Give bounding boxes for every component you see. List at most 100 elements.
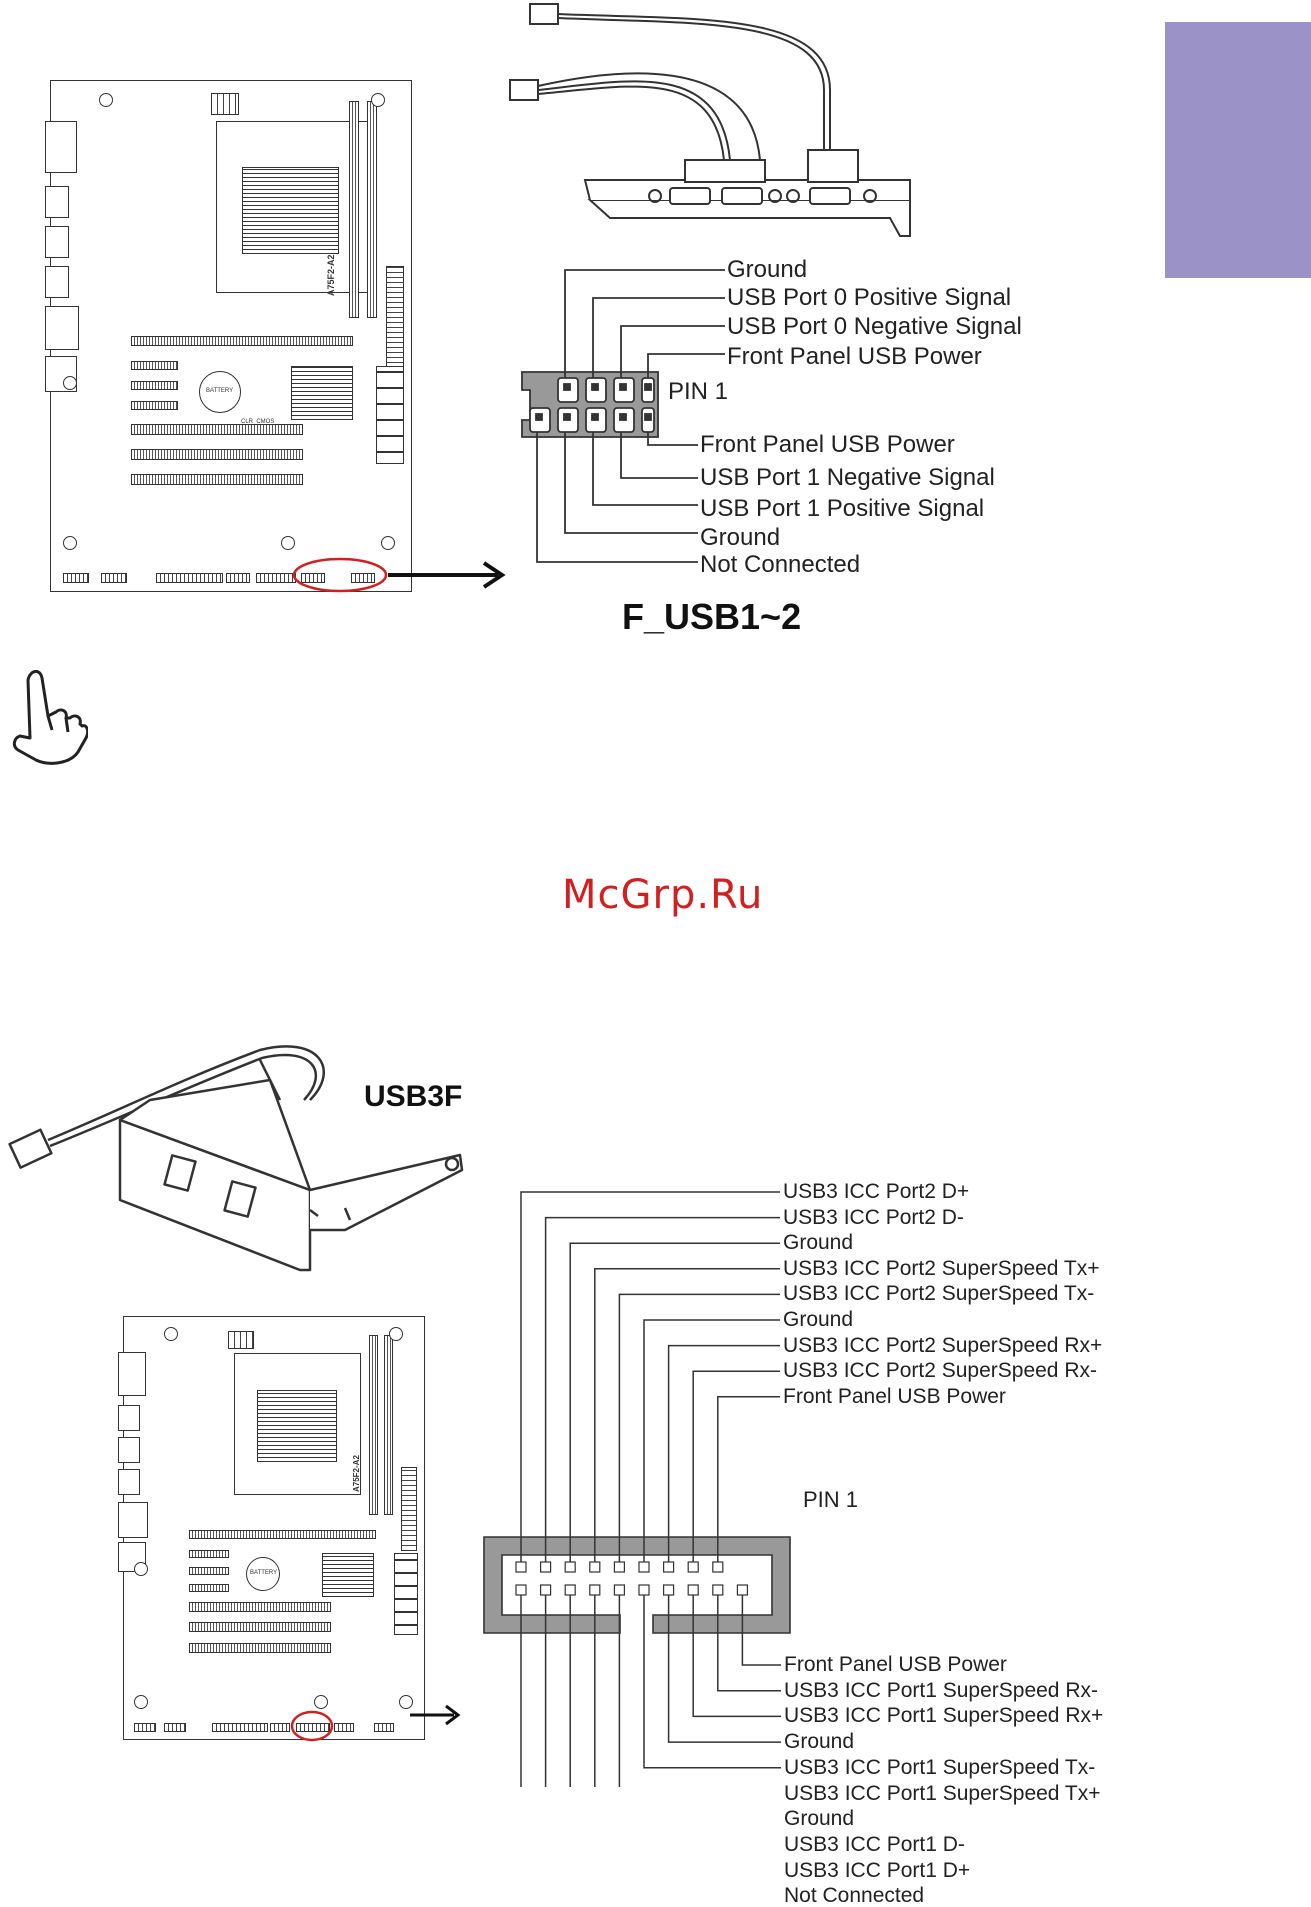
f-usb-upper-label-2: USB Port 0 Positive Signal	[727, 284, 1012, 311]
pciex16-slot	[131, 336, 353, 346]
usb3-pin-upper-7	[662, 1561, 675, 1573]
pcie2-slot	[189, 1567, 229, 1575]
mounting-hole	[389, 1327, 403, 1341]
usb-port	[669, 187, 711, 205]
chipset-heatsink	[322, 1553, 374, 1597]
pointer-arrow-head	[445, 1704, 461, 1726]
leader-line	[594, 1268, 780, 1562]
leader-line	[544, 1216, 780, 1562]
clr-cmos-label: CLR_CMOS	[241, 419, 275, 425]
header-lpt	[156, 573, 223, 583]
rear-io-lan	[45, 306, 79, 350]
usb3-pin-lower-1	[515, 1584, 527, 1596]
usb3f-lower-label-4: Ground	[784, 1730, 855, 1754]
leader-line	[592, 297, 725, 378]
pcie3-slot	[189, 1584, 229, 1592]
rear-io-lan	[118, 1502, 148, 1538]
usb3-bracket	[8, 1045, 464, 1272]
header-f-panel	[270, 1723, 290, 1732]
usb3-pin-upper-6	[638, 1561, 650, 1573]
usb3f-title: USB3F	[364, 1080, 463, 1113]
f-usb-title: F_USB1~2	[622, 596, 802, 637]
leader-line	[647, 432, 698, 446]
cpu-socket	[234, 1353, 361, 1495]
usb3f-highlight-circle	[290, 1710, 334, 1742]
battery-label: BATTERY	[206, 388, 234, 394]
leader-line	[692, 1595, 781, 1718]
leader-line	[667, 1595, 781, 1743]
leader-line	[618, 1595, 621, 1787]
header-f-usb2	[301, 573, 325, 583]
leader-line	[667, 1344, 780, 1562]
usb3-pin-upper-3	[564, 1561, 576, 1573]
chipset-heatsink	[291, 366, 353, 420]
usb3-pin-lower-10	[736, 1584, 749, 1596]
header-usb3f	[296, 1723, 330, 1732]
mounting-hole	[399, 1695, 413, 1709]
f-usb-lower-label-2: USB Port 1 Negative Signal	[700, 464, 995, 491]
mounting-hole	[314, 1695, 328, 1709]
cpu-heatsink	[242, 167, 339, 254]
pcie2-slot	[131, 381, 178, 390]
usb3-port	[223, 1180, 257, 1218]
usb3-port	[163, 1154, 197, 1192]
pointer-arrow-head	[482, 561, 506, 589]
leader-line	[544, 1595, 547, 1787]
f-usb-pin1-label: PIN 1	[668, 378, 729, 405]
usb3f-upper-label-3: Ground	[783, 1231, 854, 1255]
usb3f-upper-label-6: Ground	[783, 1308, 854, 1331]
mounting-hole	[134, 1695, 148, 1709]
leader-line	[717, 1595, 781, 1692]
atx12v-connector	[211, 93, 239, 115]
battery-label: BATTERY	[250, 1570, 278, 1576]
usb3-pin-lower-8	[687, 1584, 699, 1596]
sata-connectors	[394, 1553, 418, 1635]
top-pointer	[292, 557, 506, 593]
leader-line	[741, 1595, 781, 1666]
pcie1-slot	[189, 1550, 229, 1558]
leader-line	[569, 1595, 571, 1787]
usb3-pin-upper-8	[687, 1561, 699, 1573]
f-usb-pinout	[521, 269, 725, 563]
pci2-slot	[131, 449, 303, 460]
usb3-cable-connector	[8, 1128, 53, 1169]
f-usb-lower-label-1: Front Panel USB Power	[700, 431, 955, 458]
usb3-pin-lower-2	[539, 1584, 552, 1596]
usb3-pin-upper-2	[539, 1561, 552, 1573]
usb3f-lower-label-8: USB3 ICC Port1 D-	[784, 1832, 965, 1856]
header-com	[101, 573, 127, 583]
usb3f-lower-label-10: Not Connected	[784, 1884, 925, 1907]
f-usb-lower-label-3: USB Port 1 Positive Signal	[700, 495, 985, 522]
cpu-heatsink	[257, 1390, 337, 1462]
leader-line	[717, 1396, 780, 1562]
battery	[199, 371, 241, 413]
f-usb-highlight-circle	[292, 557, 388, 593]
mounting-hole	[371, 93, 385, 107]
leader-line	[643, 1595, 781, 1769]
f-usb-upper-label-4: Front Panel USB Power	[727, 343, 982, 370]
leader-line	[569, 1242, 780, 1562]
motherboard-bottom: A75F2-A2 BATTERY	[118, 1316, 425, 1740]
mounting-hole	[381, 536, 395, 550]
pcie3-slot	[131, 401, 178, 410]
rear-io-usb-1	[118, 1405, 140, 1431]
f-usb-lower-label-5: Not Connected	[700, 551, 861, 578]
usb3-pin-group	[515, 1561, 749, 1596]
header-com	[164, 1723, 186, 1732]
pci3-slot	[189, 1643, 331, 1653]
mounting-hole	[134, 1562, 148, 1576]
f-usb-upper-label-3: USB Port 0 Negative Signal	[727, 313, 1022, 340]
ddr3-slot-1	[369, 1335, 378, 1515]
leader-line	[592, 432, 698, 506]
leader-line	[692, 1370, 780, 1562]
usb3f-upper-label-8: USB3 ICC Port2 SuperSpeed Rx-	[783, 1359, 1097, 1383]
mounting-hole	[281, 536, 295, 550]
leader-line	[520, 1595, 522, 1787]
f-usb-upper-label-1: Ground	[727, 256, 808, 283]
ddr3-slot-1	[349, 101, 359, 318]
usb3-pin-lower-7	[662, 1584, 675, 1596]
usb3f-lower-label-9: USB3 ICC Port1 D+	[784, 1858, 971, 1882]
usb3-pin-upper-1	[515, 1561, 527, 1573]
usb3-pin-lower-5	[613, 1584, 626, 1596]
leader-line	[594, 1595, 596, 1787]
